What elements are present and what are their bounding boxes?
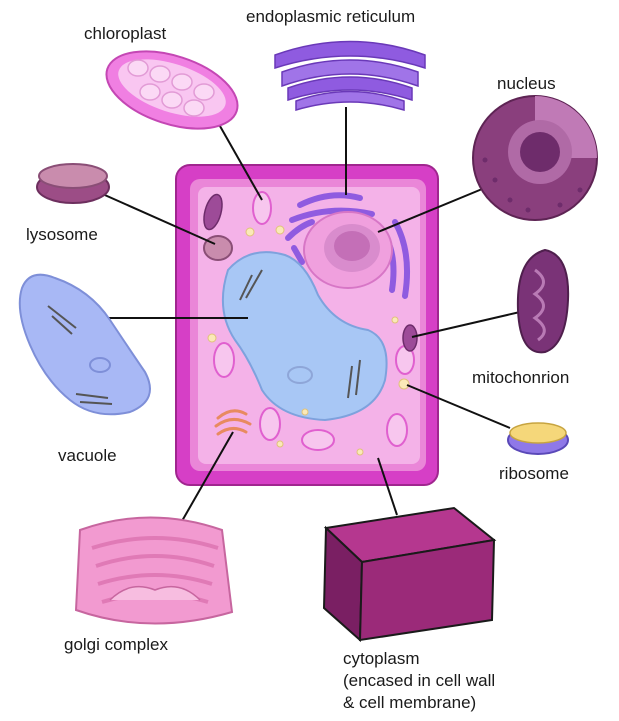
label-lysosome: lysosome	[26, 224, 98, 246]
ribosome-illustration	[508, 423, 568, 454]
label-endoplasmic-reticulum: endoplasmic reticulum	[246, 6, 415, 28]
nucleus-illustration	[473, 96, 597, 220]
mitochondrion-illustration	[518, 250, 568, 352]
label-cytoplasm-line-2: (encased in cell wall	[343, 670, 495, 692]
label-vacuole: vacuole	[58, 445, 117, 467]
label-ribosome: ribosome	[499, 463, 569, 485]
chloroplast-illustration	[97, 37, 247, 144]
label-cytoplasm: cytoplasm (encased in cell wall & cell m…	[343, 648, 495, 714]
cell-nucleus	[304, 212, 392, 288]
golgi-illustration	[76, 518, 232, 624]
lysosome-illustration	[37, 164, 109, 203]
er-illustration	[275, 42, 425, 111]
cytoplasm-illustration	[324, 508, 494, 640]
label-golgi-complex: golgi complex	[64, 634, 168, 656]
plant-cell	[176, 165, 438, 485]
label-chloroplast: chloroplast	[84, 23, 166, 45]
label-mitochondrion: mitochonrion	[472, 367, 569, 389]
label-nucleus: nucleus	[497, 73, 556, 95]
cell-lysosome	[204, 236, 232, 260]
label-cytoplasm-line-3: & cell membrane)	[343, 692, 495, 714]
label-cytoplasm-line-1: cytoplasm	[343, 648, 495, 670]
vacuole-illustration	[20, 275, 150, 415]
